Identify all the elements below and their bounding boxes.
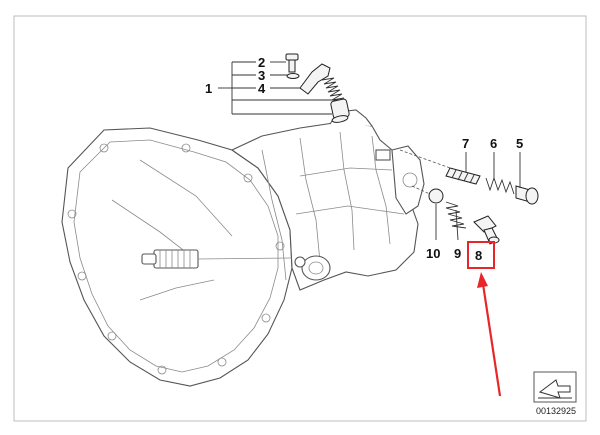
- part-bracket: [299, 63, 331, 95]
- part-washer: [286, 73, 300, 79]
- part-spring-9: [445, 201, 467, 229]
- diagram-corner-icon: [533, 371, 577, 403]
- part-plug-8: [473, 215, 500, 245]
- part-spring-6: [485, 176, 515, 195]
- callout-3: 3: [258, 68, 265, 83]
- leader-lines: [218, 61, 521, 241]
- callout-10: 10: [426, 246, 440, 261]
- part-plunger-upper: [330, 98, 350, 123]
- callout-8: 8: [475, 248, 482, 263]
- gearbox-housing: [61, 109, 425, 387]
- callout-8-highlight-box: [467, 241, 495, 269]
- red-pointer-arrow: [477, 272, 502, 397]
- part-spring-upper: [321, 77, 345, 101]
- part-sleeve: [445, 167, 481, 185]
- callout-9: 9: [454, 246, 461, 261]
- callout-6: 6: [490, 136, 497, 151]
- callout-5: 5: [516, 136, 523, 151]
- callout-4: 4: [258, 81, 266, 96]
- part-bolt: [285, 53, 299, 73]
- callout-2: 2: [258, 55, 265, 70]
- callout-7: 7: [462, 136, 469, 151]
- part-ball: [428, 188, 444, 204]
- callout-1: 1: [205, 81, 212, 96]
- image-code: 00132925: [536, 406, 576, 416]
- part-plug-5: [515, 185, 539, 205]
